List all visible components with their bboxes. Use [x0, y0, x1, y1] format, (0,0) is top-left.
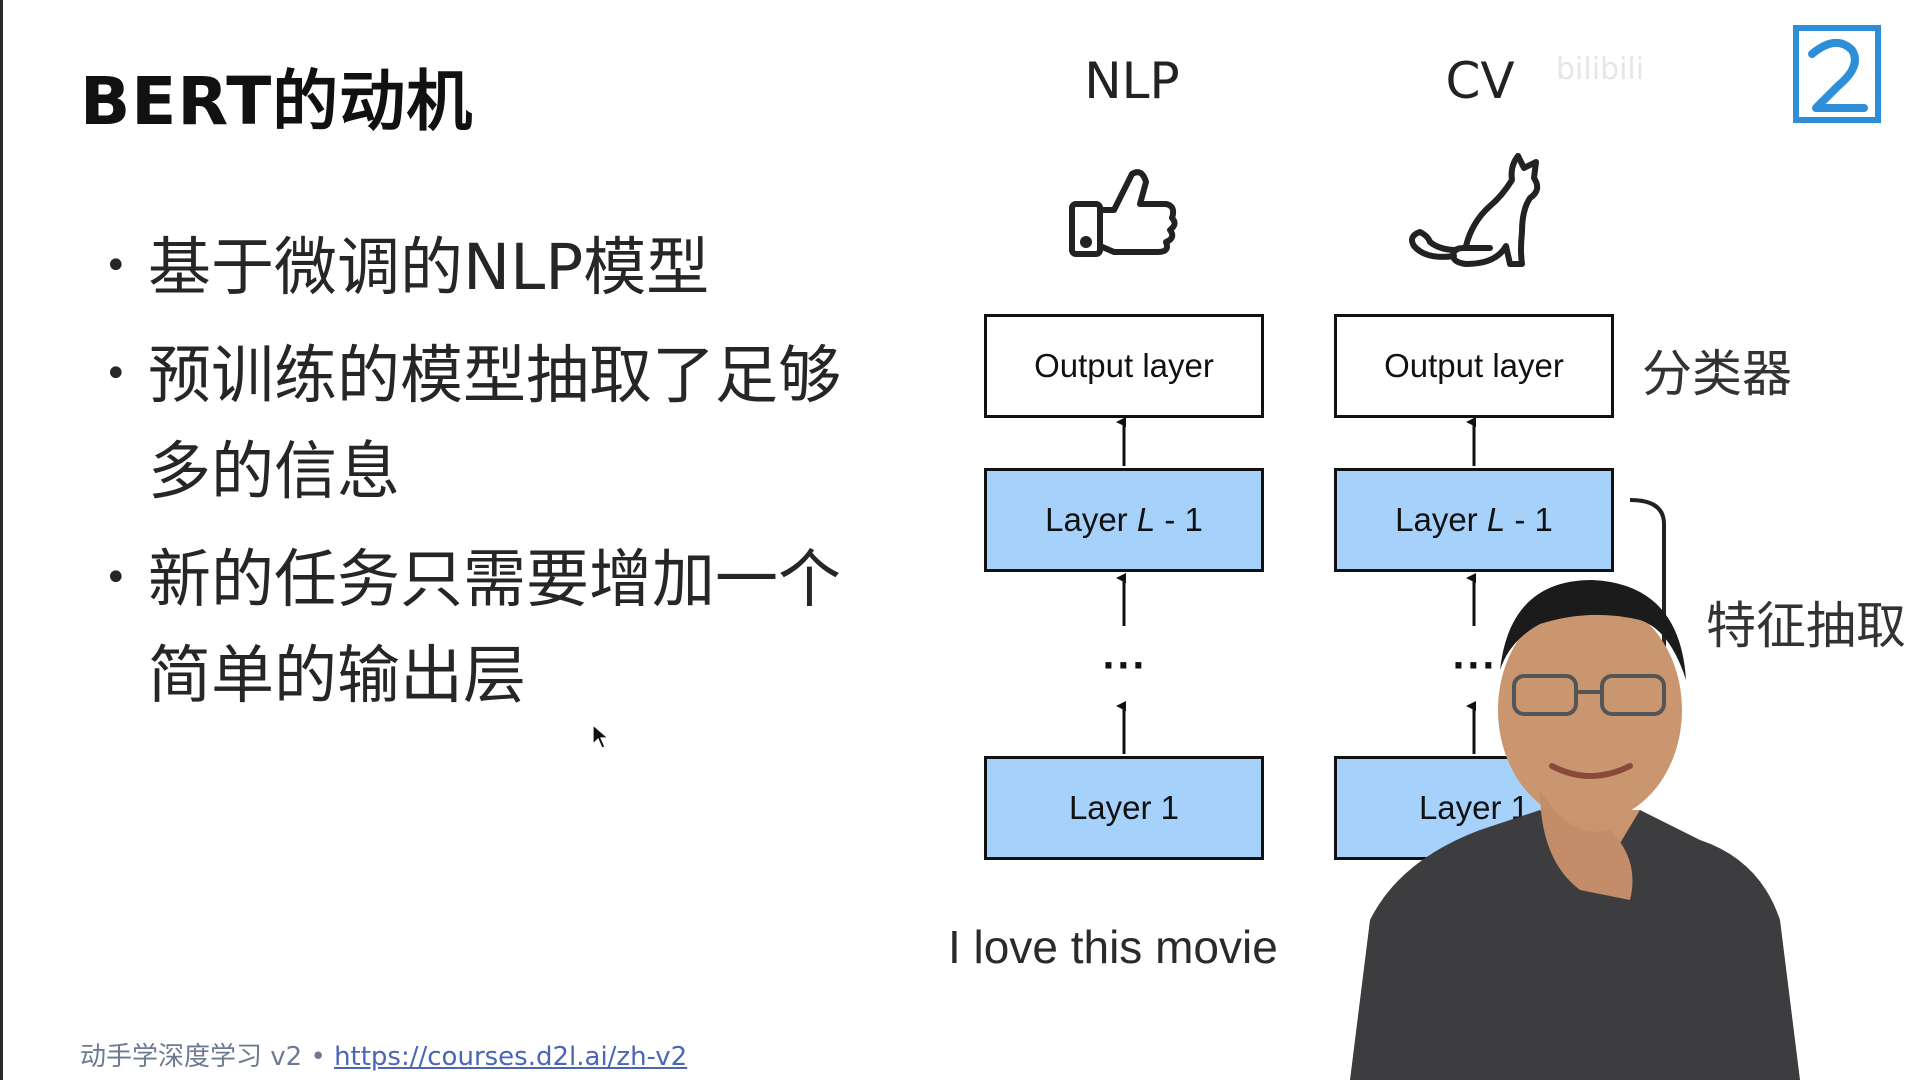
feature-extraction-label: 特征抽取: [1706, 597, 1906, 655]
nlp-heading: NLP: [1084, 52, 1180, 110]
bullet-item: 基于微调的NLP模型: [104, 218, 874, 316]
nlp-layer-1-box: Layer 1: [984, 756, 1264, 860]
bullet-item: 预训练的模型抽取了足够多的信息: [104, 326, 874, 520]
nlp-ellipsis: ···: [1102, 646, 1147, 686]
classifier-label: 分类器: [1642, 345, 1792, 403]
left-edge-border: [0, 0, 3, 1080]
watermark-text: bilibili: [1556, 52, 1645, 87]
nlp-layer-top-var: L: [1136, 501, 1156, 538]
cv-output-layer-box: Output layer: [1334, 314, 1614, 418]
cat-icon: [1409, 153, 1541, 267]
cv-layer-top-box: Layer L - 1: [1334, 468, 1614, 572]
slide-title: BERT的动机: [80, 63, 474, 140]
cv-heading: CV: [1445, 52, 1515, 110]
nlp-layer-top-prefix: Layer: [1045, 501, 1137, 538]
cv-ellipsis: ···: [1452, 646, 1497, 686]
nlp-input-sentence: I love this movie: [948, 921, 1278, 973]
nlp-output-layer-label: Output layer: [1034, 347, 1214, 384]
nlp-layer-top-suffix: - 1: [1155, 501, 1203, 538]
bullet-item: 新的任务只需要增加一个简单的输出层: [104, 530, 874, 724]
cv-layer-top-suffix: - 1: [1505, 501, 1553, 538]
course-link[interactable]: https://courses.d2l.ai/zh-v2: [334, 1042, 688, 1072]
thumbs-up-icon: [1069, 169, 1178, 257]
nlp-layer-top-box: Layer L - 1: [984, 468, 1264, 572]
cv-output-layer-label: Output layer: [1384, 347, 1564, 384]
presenter-video: [1350, 580, 1800, 1080]
bullet-list: 基于微调的NLP模型 预训练的模型抽取了足够多的信息 新的任务只需要增加一个简单…: [104, 218, 874, 736]
cv-layer-top-var: L: [1486, 501, 1506, 538]
cv-layer-top-prefix: Layer: [1395, 501, 1487, 538]
d2l-logo-icon: [1793, 25, 1881, 123]
slide-footer: 动手学深度学习 v2 • https://courses.d2l.ai/zh-v…: [80, 1036, 687, 1073]
mouse-cursor-icon: [592, 724, 610, 749]
nlp-layer-1-label: Layer 1: [1068, 789, 1180, 826]
nlp-output-layer-box: Output layer: [984, 314, 1264, 418]
course-name: 动手学深度学习 v2 •: [80, 1042, 335, 1072]
